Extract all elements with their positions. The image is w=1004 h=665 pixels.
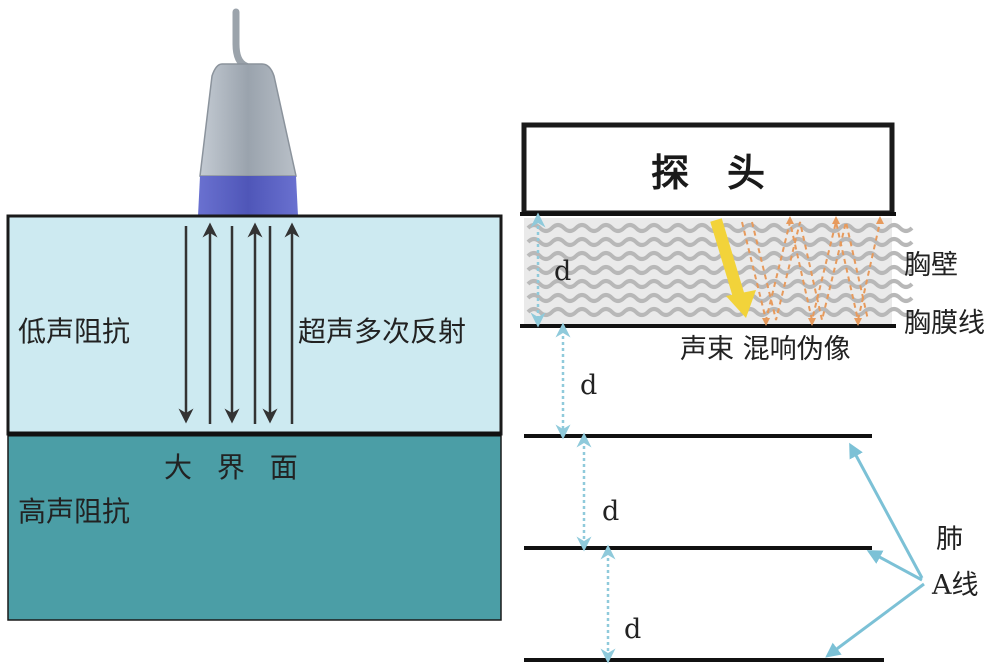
pointer-a-line-1 xyxy=(849,442,924,579)
reverb-head-2 xyxy=(832,216,840,224)
reverb-head-3 xyxy=(876,216,884,224)
probe-body xyxy=(199,63,297,177)
distance-markers xyxy=(530,212,616,664)
chest-wall-label: 胸壁 xyxy=(904,250,958,281)
probe-box xyxy=(521,122,895,216)
reverb-head-5 xyxy=(808,318,816,326)
pointer-a-line-3 xyxy=(825,582,925,658)
probe-title: 探头 xyxy=(650,150,803,195)
sound-beam-head xyxy=(726,290,756,318)
reflection-arrows xyxy=(178,222,300,424)
distance-label-3: d xyxy=(602,496,620,527)
distance-label-1: d xyxy=(554,256,572,287)
reverberation-label: 声束 混响伪像 xyxy=(680,334,851,365)
right-panel xyxy=(520,122,925,664)
chest-wall-wave xyxy=(526,251,914,261)
reverb-head-4 xyxy=(762,318,770,326)
left-panel xyxy=(6,8,503,621)
high-impedance-label: 高声阻抗 xyxy=(18,495,131,528)
sound-beam xyxy=(710,218,746,302)
a-line-label: A线 xyxy=(932,570,979,601)
high-impedance-layer xyxy=(7,433,502,621)
chest-wall-wave xyxy=(526,307,914,317)
pointer-a-line-2 xyxy=(866,550,923,582)
chest-wall-waves xyxy=(526,223,914,317)
a-line-pointers xyxy=(825,442,925,658)
lung-label: 肺 xyxy=(936,524,963,555)
distance-label-4: d xyxy=(624,614,642,645)
reverb-arrowheads xyxy=(762,216,884,326)
reverb-head-6 xyxy=(854,318,862,326)
reverb-head-1 xyxy=(786,216,794,224)
probe-cable xyxy=(232,8,250,70)
reverb-path-2 xyxy=(751,221,869,321)
interface-label: 大 界 面 xyxy=(164,451,298,484)
chest-wall-wave xyxy=(526,265,914,275)
distance-label-2: d xyxy=(580,370,598,401)
pleural-line-label: 胸膜线 xyxy=(904,308,985,339)
probe-tip xyxy=(198,176,298,216)
multiple-reflection-label: 超声多次反射 xyxy=(298,315,467,348)
low-impedance-label: 低声阻抗 xyxy=(18,315,131,348)
chest-wall-wave xyxy=(526,293,914,303)
